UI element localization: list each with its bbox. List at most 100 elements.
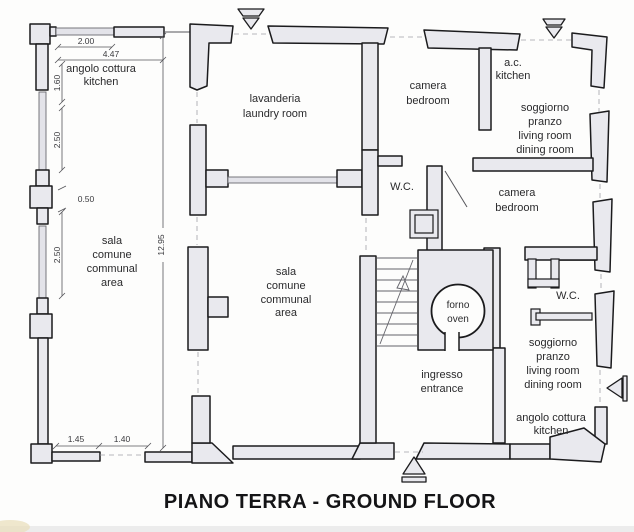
room-label-camera-top: camera — [410, 80, 448, 92]
room-label-ac-kitchen: a.c. — [504, 57, 522, 69]
dim-label: 12.95 — [156, 234, 166, 256]
room-label-sala-center: comune — [266, 280, 305, 292]
dim-line-2-00 — [54, 43, 116, 51]
wall-segment — [29, 185, 53, 209]
room-label-sala-left: communal — [87, 263, 138, 275]
stair-direction-icon — [396, 274, 410, 291]
room-label-soggiorno-bottom: soggiorno — [529, 337, 577, 349]
wall-segment — [187, 246, 209, 351]
room-label-sala-left: sala — [102, 235, 123, 247]
wall-segment — [30, 443, 53, 464]
entrance-arrow-top-right-icon — [542, 18, 566, 39]
walls — [29, 23, 615, 464]
room-label-soggiorno-bottom: pranzo — [536, 351, 570, 363]
room-label-sala-left: area — [101, 277, 124, 289]
dim-label: 2.50 — [52, 246, 62, 263]
wall-segment — [377, 155, 403, 167]
wall-segment — [37, 337, 49, 445]
fixtures — [409, 209, 593, 326]
dim-label: 4.47 — [103, 49, 120, 59]
wall-segment — [492, 347, 506, 444]
room-label-lavanderia: lavanderia — [250, 93, 302, 105]
wall-segment — [232, 445, 361, 460]
dim-line-1-60 — [58, 60, 66, 106]
entrance-arrow-bottom-icon — [401, 456, 427, 483]
dimension-lines — [52, 32, 167, 452]
wall-segment — [51, 451, 101, 462]
room-label-camera-mid: bedroom — [495, 202, 538, 214]
wall-segment — [36, 297, 49, 315]
room-label-sala-center: communal — [261, 294, 312, 306]
dim-label: 1.45 — [68, 434, 85, 444]
wall-segment — [524, 246, 598, 261]
table-top — [527, 278, 560, 288]
room-label-ac-kitchen: kitchen — [496, 70, 531, 82]
dim-label: 2.00 — [78, 36, 95, 46]
dimension-labels: 2.00 4.47 1.60 2.50 0.50 2.50 12.95 1.45… — [52, 36, 166, 444]
dim-line-bottom — [52, 442, 152, 450]
wall-segment — [36, 207, 49, 225]
wall-segment — [549, 427, 606, 463]
room-labels: angolo cottura kitchen sala comune commu… — [66, 57, 587, 437]
wall-segment — [189, 124, 207, 216]
room-label-kitchen-bottom-right: kitchen — [534, 425, 569, 437]
scan-artifact-smudge — [0, 520, 30, 532]
window-glazing — [38, 91, 47, 171]
room-label-ingresso: entrance — [421, 383, 464, 395]
dim-line-12-95 — [159, 32, 167, 452]
room-label-forno: forno — [447, 300, 470, 311]
dim-label: 1.40 — [114, 434, 131, 444]
wall-segment — [189, 23, 234, 91]
window-glazing — [55, 27, 115, 36]
wall-segment — [571, 32, 608, 89]
room-label-soggiorno-top: pranzo — [528, 116, 562, 128]
staircase — [377, 257, 417, 347]
wall-segment — [592, 198, 613, 273]
room-label-forno: oven — [447, 314, 469, 325]
oven-circle — [430, 283, 486, 339]
room-label-sala-center: area — [275, 307, 298, 319]
wall-segment — [35, 169, 50, 187]
scan-artifact-band — [0, 526, 634, 532]
dim-label: 1.60 — [52, 74, 62, 91]
wc-fixture-inner — [414, 214, 434, 234]
wall-segment — [113, 26, 165, 38]
page-title: PIANO TERRA - GROUND FLOOR — [164, 491, 496, 513]
room-label-soggiorno-top: dining room — [516, 144, 573, 156]
dim-line-2-50-b — [58, 208, 66, 300]
room-label-lavanderia: laundry room — [243, 108, 307, 120]
wall-segment — [351, 442, 395, 460]
wall-segment — [29, 23, 51, 45]
wall-segment — [29, 313, 53, 339]
wall-segment — [415, 442, 511, 460]
room-label-soggiorno-top: soggiorno — [521, 102, 569, 114]
wall-segment — [49, 26, 57, 37]
table-leg — [550, 258, 560, 289]
wall-segment — [205, 169, 229, 188]
room-label-soggiorno-top: living room — [518, 130, 571, 142]
door-swing-line — [444, 170, 468, 208]
room-label-wc-left: W.C. — [390, 181, 414, 193]
wall-segment — [423, 29, 521, 51]
room-label-camera-top: bedroom — [406, 95, 449, 107]
wall-segment — [191, 395, 211, 444]
room-label-kitchen-top-left: kitchen — [84, 76, 119, 88]
door-openings — [100, 33, 602, 456]
entrance-arrow-top-icon — [237, 8, 265, 30]
room-label-kitchen-top-left: angolo cottura — [66, 63, 137, 75]
wall-segment — [361, 42, 379, 151]
room-label-kitchen-bottom-right: angolo cottura — [516, 412, 587, 424]
dim-ticks-0-50 — [57, 185, 67, 213]
entrance-arrow-right-icon — [606, 375, 628, 402]
dim-label: 2.50 — [52, 131, 62, 148]
room-label-soggiorno-bottom: dining room — [524, 379, 581, 391]
wall-segment — [426, 165, 443, 253]
wall-segment — [509, 443, 551, 460]
oven-mouth — [445, 332, 459, 351]
wall-segment — [207, 296, 229, 318]
wall-segment — [478, 47, 492, 131]
room-label-ingresso: ingresso — [421, 369, 463, 381]
wall-segment — [267, 25, 389, 45]
